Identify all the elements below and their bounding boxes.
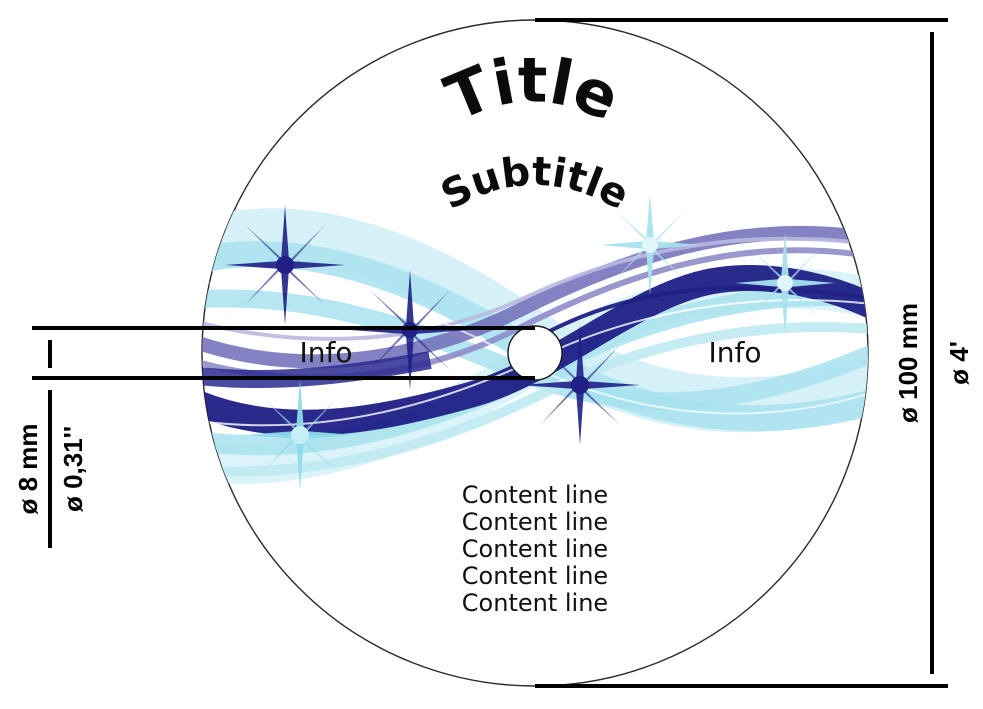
hole-diameter-mm: ø 8 mm <box>13 423 43 514</box>
content-line: Content line <box>462 481 608 509</box>
star-icon <box>600 195 700 295</box>
star-icon <box>520 325 640 445</box>
content-line: Content line <box>462 535 608 563</box>
info-right: Info <box>709 336 762 369</box>
star-icon <box>735 233 835 333</box>
outer-dimension <box>535 18 948 688</box>
star-icon <box>225 205 345 325</box>
content-line: Content line <box>462 589 608 617</box>
center-hole <box>507 325 563 381</box>
star-icon <box>245 380 355 490</box>
outer-diameter-mm: ø 100 mm <box>893 303 923 423</box>
info-left: Info <box>300 336 353 369</box>
hole-dimension <box>32 326 535 548</box>
content-lines: Content line Content line Content line C… <box>462 481 608 617</box>
content-line: Content line <box>462 508 608 536</box>
content-line: Content line <box>462 562 608 590</box>
hole-diameter-inch: ø 0,31'' <box>58 426 88 512</box>
outer-diameter-inch: ø 4' <box>944 341 974 385</box>
